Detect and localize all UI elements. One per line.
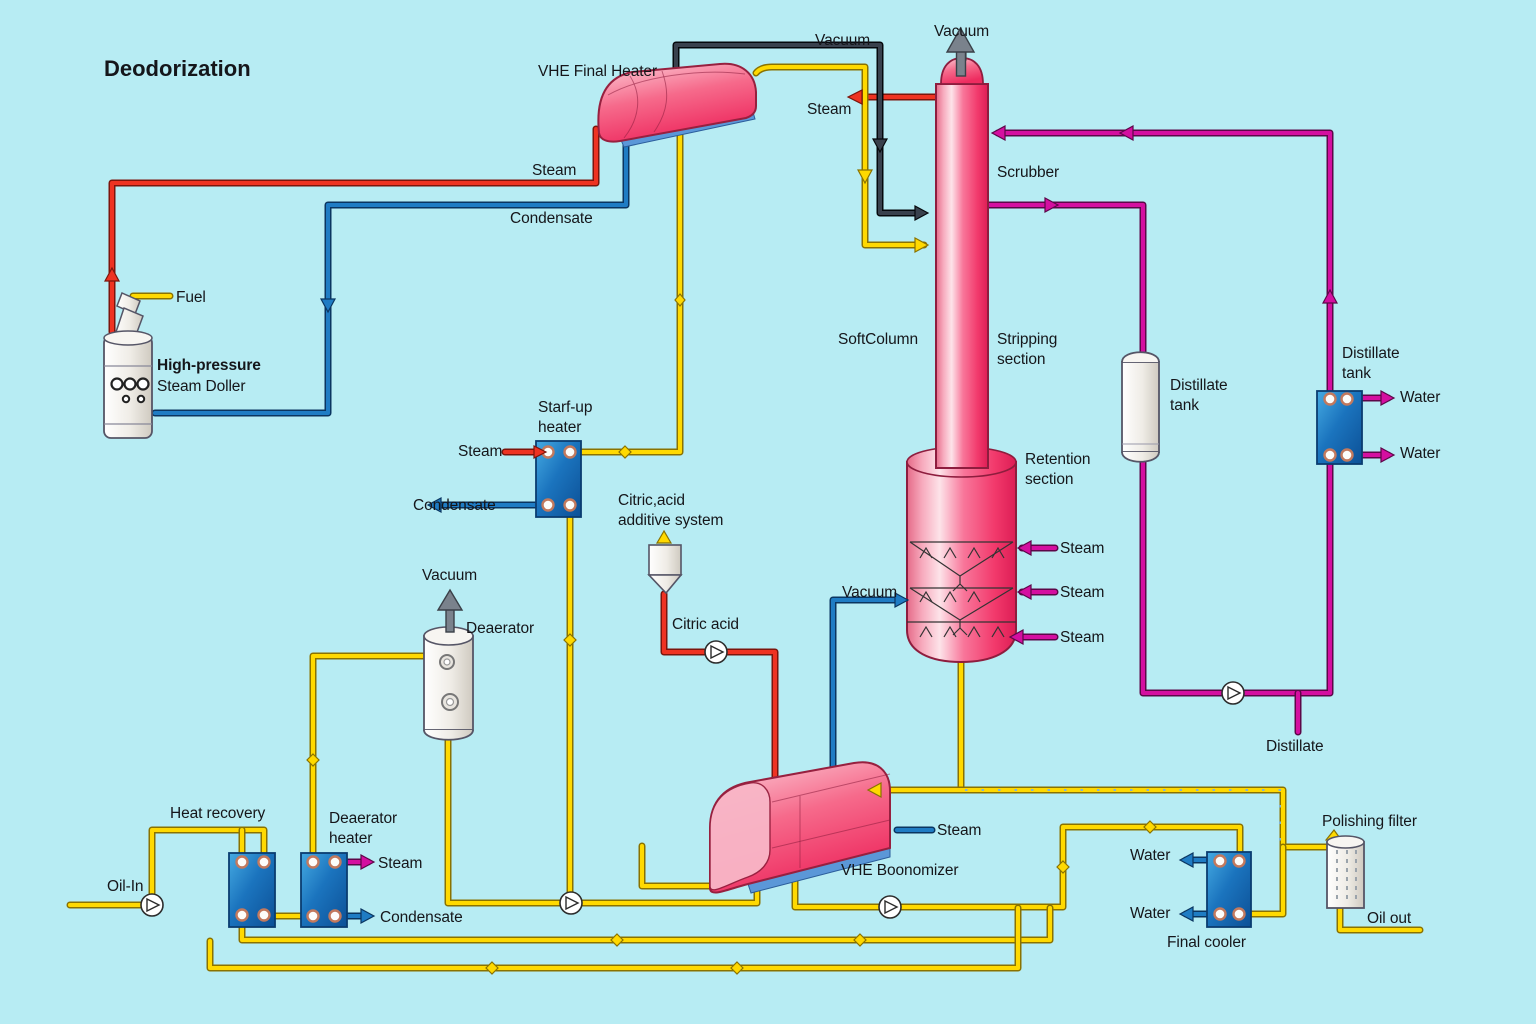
label-vacuum-column: Vacuum [934, 23, 990, 40]
sight-glass-icon [110, 377, 124, 391]
label-water-fc-bottom: Water [1130, 905, 1171, 922]
label-steam-retention-3: Steam [1060, 629, 1105, 646]
label-final-cooler: Final cooler [1167, 934, 1246, 951]
label-startup-heater: Starf-up heater [538, 399, 593, 437]
label-distillate-tank-right: Distillate tank [1342, 345, 1400, 383]
citric-acid-hopper [647, 529, 683, 595]
label-oil-in: Oil-In [107, 878, 144, 895]
label-heat-recovery: Heat recovery [170, 805, 266, 822]
distillate-tank-mid-vessel [1121, 351, 1160, 463]
label-citric-acid: Citric acid [672, 616, 739, 633]
label-distillate-out: Distillate [1266, 738, 1324, 755]
heat-recovery-exchanger [228, 852, 276, 928]
deaerator-heater-exchanger [300, 852, 348, 928]
vacuum-pipe-black [672, 41, 924, 217]
polishing-filter-vessel [1324, 829, 1365, 909]
high-pressure-steam-boiler [103, 291, 153, 439]
label-vacuum-deaerator: Vacuum [422, 567, 478, 584]
label-steam-retention-1: Steam [1060, 540, 1105, 557]
label-boiler-line2: Steam Doller [157, 378, 246, 395]
label-vacuum-boonomizer: Vacuum [842, 584, 898, 601]
label-boiler-line1: High-pressure [157, 357, 261, 374]
label-water-right-top: Water [1400, 389, 1441, 406]
label-deaerator: Deaerator [466, 620, 535, 637]
label-vhe-boonomizer: VHE Boonomizer [841, 862, 959, 879]
sight-glass-icon [123, 377, 137, 391]
label-condensate-heater: Condensate [510, 210, 593, 227]
pump-boonomizer-icon [878, 895, 902, 919]
label-oil-out: Oil out [1367, 910, 1412, 927]
distillate-tank-right-exchanger [1316, 390, 1363, 465]
page-title: Deodorization [104, 56, 251, 81]
label-steam-heater-right: Steam [807, 101, 852, 118]
label-condensate-dh: Condensate [380, 909, 463, 926]
sight-glass-icon [136, 394, 146, 404]
label-deaerator-heater: Deaerator heater [329, 810, 398, 848]
sight-glass-icon [136, 377, 150, 391]
label-citric-system: Citric,acid additive system [618, 492, 724, 530]
pump-oil-in-icon [140, 893, 164, 917]
label-scrubber: Scrubber [997, 164, 1060, 181]
label-polishing-filter: Polishing filter [1322, 813, 1417, 830]
label-softcolumn: SoftColumn [838, 331, 918, 348]
condensate-water-pipes-blue [151, 130, 1221, 920]
label-vacuum-heater: Vacuum [815, 32, 871, 49]
vhe-boonomizer-vessel [709, 761, 891, 894]
pump-distillate-icon [1221, 681, 1245, 705]
pump-citric-icon [704, 640, 728, 664]
label-steam-startup: Steam [458, 443, 503, 460]
label-vhe-final-heater: VHE Final Heater [538, 63, 658, 80]
vacuum-arrow-deaerator-icon [436, 588, 464, 633]
vacuum-arrow-column-icon [945, 26, 976, 77]
deaerator-vessel [423, 626, 474, 741]
flow-arrows [103, 89, 1396, 975]
sight-glass-icon [121, 394, 131, 404]
label-steam-boiler: Steam [532, 162, 577, 179]
label-retention-section: Retention section [1025, 451, 1091, 489]
label-steam-boonomizer: Steam [937, 822, 982, 839]
vhe-final-heater-vessel [597, 62, 757, 148]
label-steam-retention-2: Steam [1060, 584, 1105, 601]
label-distillate-tank-mid: Distillate tank [1170, 377, 1228, 415]
retention-trays [907, 541, 1016, 638]
label-fuel: Fuel [176, 289, 206, 306]
label-stripping-section: Stripping section [997, 331, 1058, 369]
pump-startup-drain-icon [559, 891, 583, 915]
label-water-fc-top: Water [1130, 847, 1171, 864]
oil-pipes-yellow [66, 63, 1424, 972]
label-condensate-startup: Condensate [413, 497, 496, 514]
final-cooler-exchanger [1206, 851, 1252, 928]
label-water-right-bottom: Water [1400, 445, 1441, 462]
feed-arrow-icon [655, 529, 673, 544]
label-steam-dh: Steam [378, 855, 423, 872]
softcolumn-vessel [906, 41, 1017, 664]
